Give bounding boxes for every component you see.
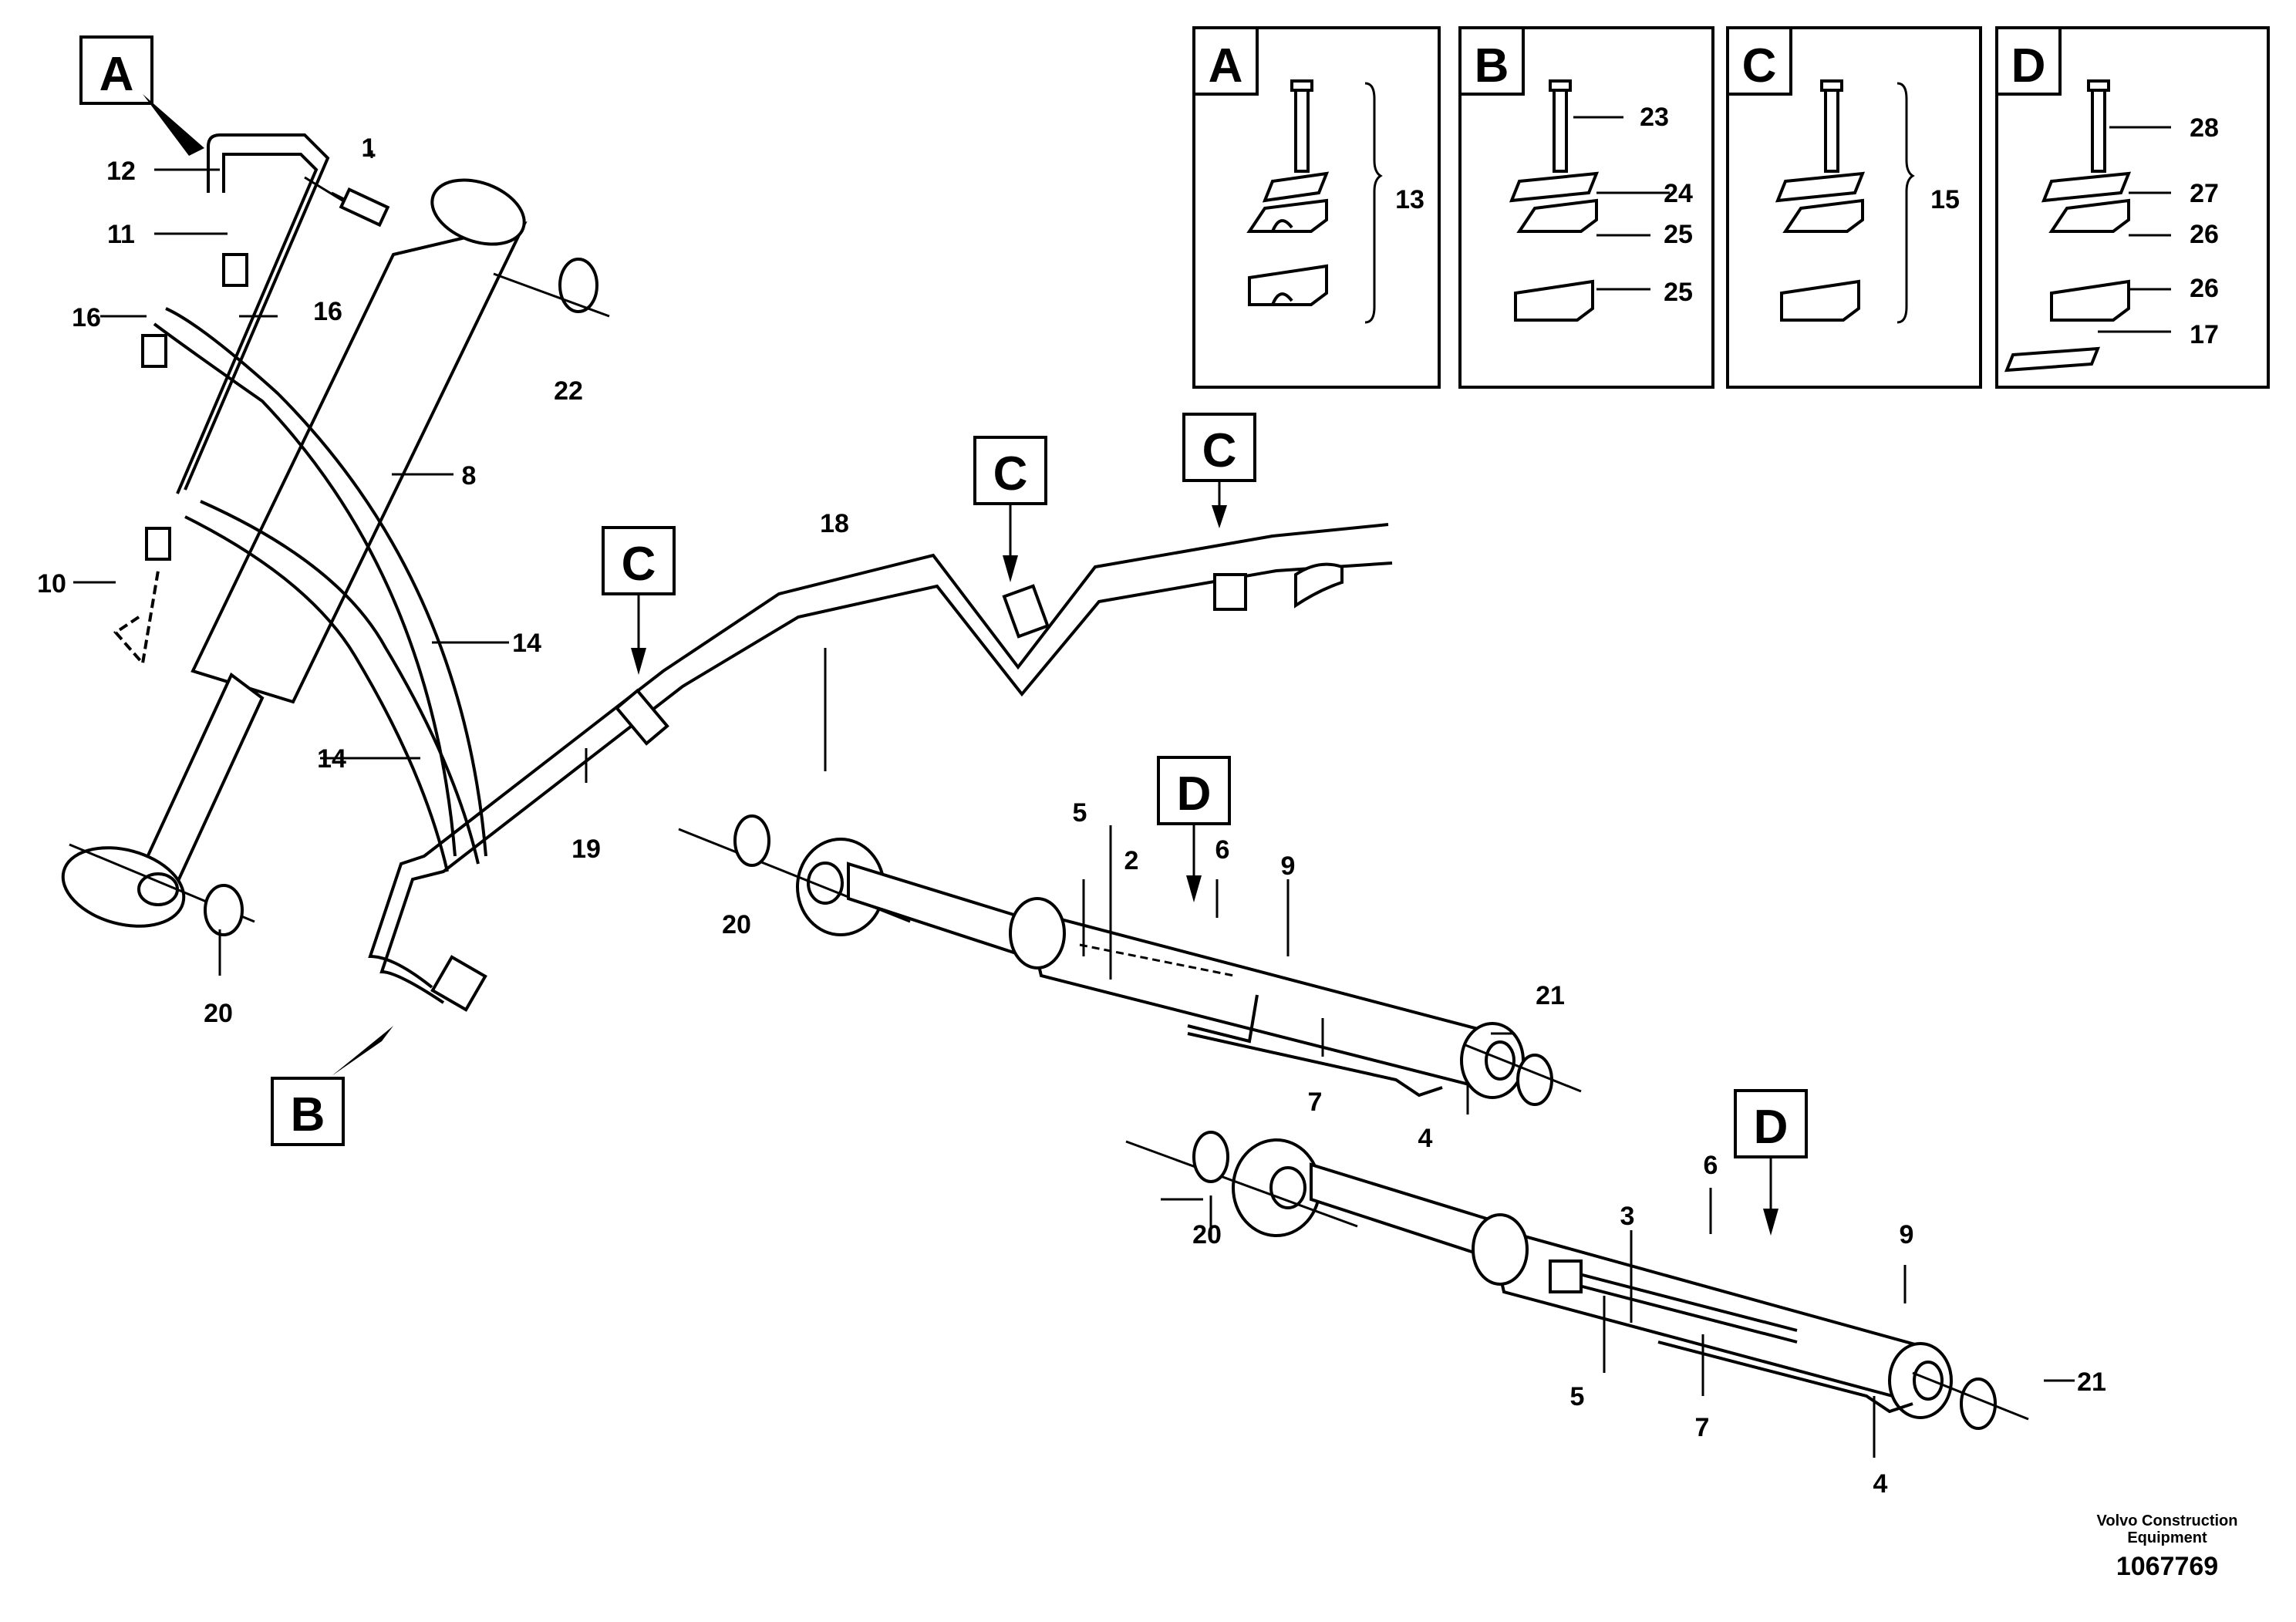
callout-c-pipe2: C <box>973 436 1047 582</box>
part-label-21a: 21 <box>1536 981 1565 1010</box>
part-label-3: 3 <box>1620 1202 1635 1231</box>
part-label-12: 12 <box>106 157 136 186</box>
part-label-2: 2 <box>1124 846 1139 875</box>
part-label-14b: 14 <box>317 744 346 774</box>
part-label-23: 23 <box>1640 103 1669 132</box>
svg-text:C: C <box>1202 424 1237 477</box>
part-label-7b: 7 <box>1695 1413 1710 1442</box>
part-label-27: 27 <box>2190 179 2219 208</box>
part-label-21b: 21 <box>2077 1367 2106 1397</box>
part-label-14a: 14 <box>512 629 541 658</box>
part-label-22: 22 <box>554 376 583 406</box>
part-label-4b: 4 <box>1873 1469 1888 1499</box>
part-label-25b: 25 <box>1664 278 1693 307</box>
part-label-19: 19 <box>571 835 601 864</box>
detail-view-a: A 13 <box>1192 26 1441 389</box>
part-label-11: 11 <box>107 220 135 249</box>
detail-view-b-letter: B <box>1475 39 1509 93</box>
company-name-line1: Volvo Construction <box>2097 1512 2238 1529</box>
svg-text:A: A <box>99 48 134 101</box>
part-label-1: 1 <box>362 133 376 163</box>
part-label-5a: 5 <box>1073 798 1087 828</box>
part-label-13: 13 <box>1395 185 1424 214</box>
callout-a-main: A <box>79 35 204 156</box>
part-label-5b: 5 <box>1570 1382 1585 1411</box>
detail-view-a-letter: A <box>1209 39 1243 93</box>
part-label-10: 10 <box>37 569 66 599</box>
detail-view-d-letter: D <box>2011 39 2046 93</box>
detail-view-b: B 23 24 25 25 <box>1458 26 1714 389</box>
part-label-25a: 25 <box>1664 220 1693 249</box>
part-label-9b: 9 <box>1900 1220 1914 1249</box>
part-label-16a: 16 <box>72 303 101 332</box>
part-label-20c: 20 <box>1192 1220 1222 1249</box>
svg-text:C: C <box>622 538 656 591</box>
part-label-26a: 26 <box>2190 220 2219 249</box>
svg-text:D: D <box>1754 1101 1789 1154</box>
drawing-footer: Volvo Construction Equipment 1067769 <box>2097 1512 2238 1581</box>
svg-text:C: C <box>993 447 1028 501</box>
callout-c-pipe3: C <box>1182 413 1256 528</box>
part-label-24: 24 <box>1664 179 1693 208</box>
company-name-line2: Equipment <box>2127 1529 2207 1546</box>
part-label-6b: 6 <box>1704 1151 1718 1180</box>
callout-c-pipe1: C <box>602 526 676 675</box>
part-label-20a: 20 <box>204 999 233 1028</box>
callout-b-main: B <box>271 1026 393 1146</box>
part-label-15: 15 <box>1930 185 1960 214</box>
svg-text:D: D <box>1177 767 1212 821</box>
part-label-17: 17 <box>2190 320 2219 349</box>
svg-text:B: B <box>291 1088 325 1141</box>
part-label-28: 28 <box>2190 113 2219 143</box>
part-label-8: 8 <box>462 461 477 491</box>
part-label-7a: 7 <box>1308 1088 1323 1117</box>
part-labels: 1 12 11 16 16 8 10 14 14 22 18 19 20 20 … <box>37 133 2106 1499</box>
part-label-6a: 6 <box>1215 835 1230 865</box>
main-hydraulic-cylinder <box>61 133 610 936</box>
part-label-26b: 26 <box>2190 274 2219 303</box>
steering-cylinder-upper <box>678 814 1582 1106</box>
part-label-9a: 9 <box>1281 851 1296 881</box>
callout-d-cyl2: D <box>1734 1089 1808 1236</box>
part-label-18: 18 <box>820 509 849 538</box>
detail-view-d: D 28 27 26 26 17 <box>1995 26 2270 389</box>
part-label-4a: 4 <box>1418 1124 1433 1153</box>
steering-cylinder-lower <box>1125 1131 2029 1430</box>
part-label-20b: 20 <box>722 910 751 939</box>
callout-d-cyl1: D <box>1157 756 1231 902</box>
part-label-16b: 16 <box>313 297 342 326</box>
drawing-number: 1067769 <box>2116 1552 2218 1581</box>
detail-view-c: C 15 <box>1726 26 1982 389</box>
detail-view-c-letter: C <box>1742 39 1777 93</box>
pipe-assembly <box>368 523 1393 1012</box>
